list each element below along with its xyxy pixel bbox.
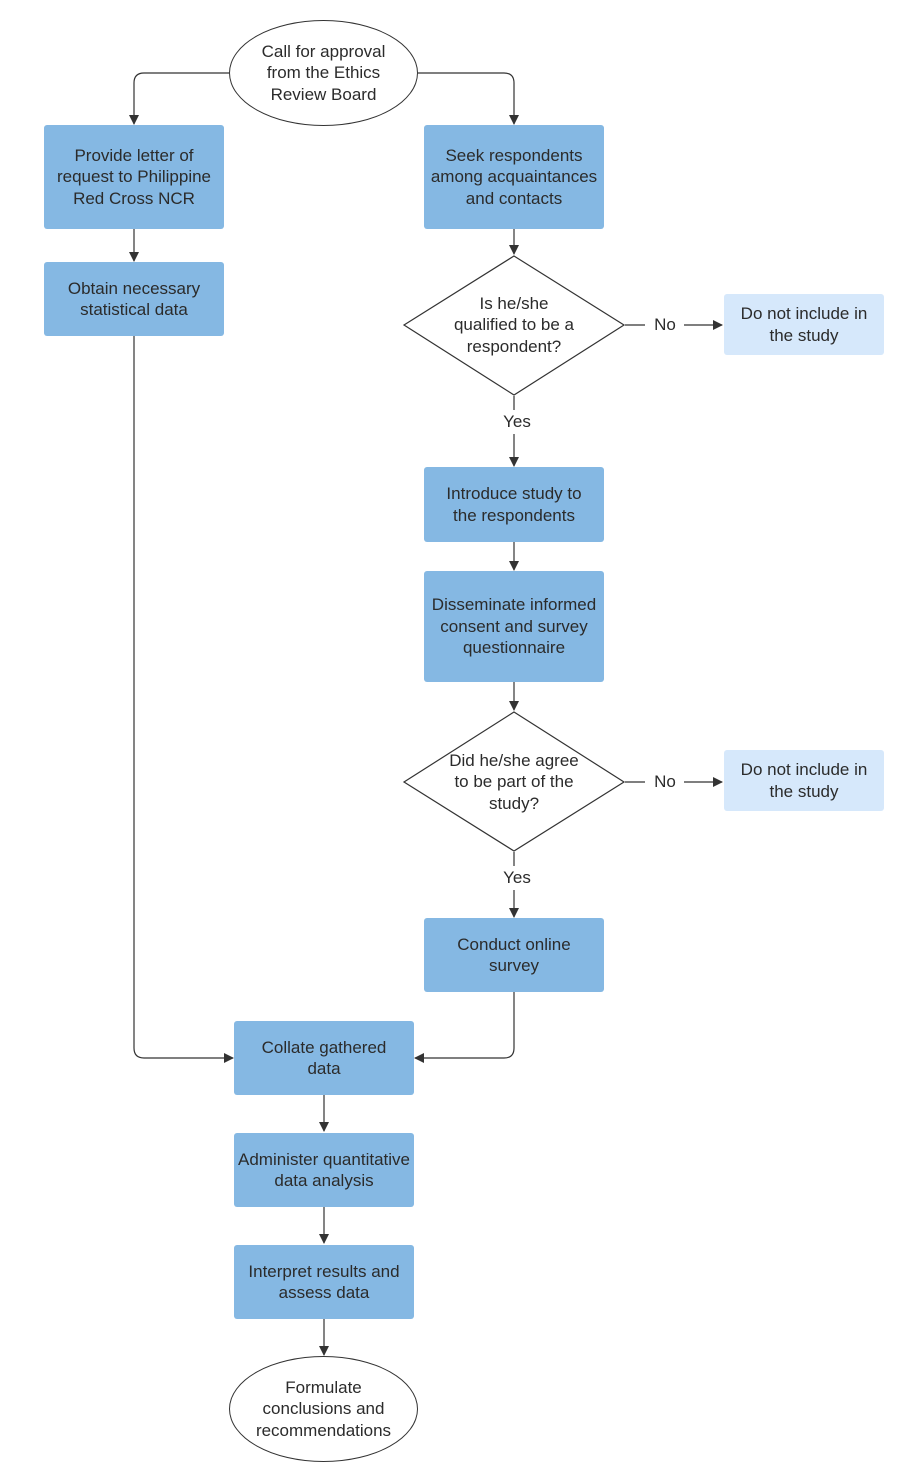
edge-label-q1-no: No [646,315,684,335]
administer-label: Administer quantitative data analysis [238,1149,410,1191]
disseminate-label: Disseminate informed consent and survey … [431,595,597,658]
process-letter-of-request: Provide letter of request to Philippine … [44,125,224,229]
decision-qualified-shape [402,255,626,396]
edge-start-to-letter [129,72,229,125]
process-disseminate-consent: Disseminate informed consent and survey … [424,571,604,682]
edge-start-to-seek [418,72,519,125]
process-exclude-2: Do not include in the study [724,750,884,811]
edge-conduct-to-collate [414,992,515,1063]
process-exclude-1: Do not include in the study [724,294,884,355]
stat-data-label: Obtain necessary statistical data [67,278,201,320]
start-label: Call for approval from the Ethics Review… [261,41,386,104]
decision-qualified: Is he/she qualified to be a respondent? [429,270,599,380]
decision-agree: Did he/she agree to be part of the study… [429,727,599,837]
conduct-label: Conduct online survey [457,934,571,976]
process-conduct-survey: Conduct online survey [424,918,604,992]
end-terminal: Formulate conclusions and recommendation… [229,1356,418,1462]
process-seek-respondents: Seek respondents among acquaintances and… [424,125,604,229]
decision-agree-shape [402,711,626,852]
edge-label-q2-yes: Yes [494,868,540,888]
edge-label-q1-yes: Yes [494,412,540,432]
process-interpret-results: Interpret results and assess data [234,1245,414,1319]
process-administer-analysis: Administer quantitative data analysis [234,1133,414,1207]
process-collate-data: Collate gathered data [234,1021,414,1095]
process-introduce-study: Introduce study to the respondents [424,467,604,542]
process-obtain-statistical-data: Obtain necessary statistical data [44,262,224,336]
decision-agree-label: Did he/she agree to be part of the study… [449,750,579,813]
end-label: Formulate conclusions and recommendation… [255,1377,392,1440]
introduce-label: Introduce study to the respondents [446,484,582,525]
seek-label: Seek respondents among acquaintances and… [430,145,598,208]
letter-label: Provide letter of request to Philippine … [56,145,212,208]
edge-stat-to-collate [133,336,234,1063]
interpret-label: Interpret results and assess data [248,1261,400,1303]
exclude-2-label: Do not include in the study [740,760,868,801]
decision-qualified-label: Is he/she qualified to be a respondent? [453,293,575,356]
edge-label-q2-no: No [646,772,684,792]
collate-label: Collate gathered data [261,1037,387,1079]
start-terminal: Call for approval from the Ethics Review… [229,20,418,126]
exclude-1-label: Do not include in the study [740,304,868,345]
